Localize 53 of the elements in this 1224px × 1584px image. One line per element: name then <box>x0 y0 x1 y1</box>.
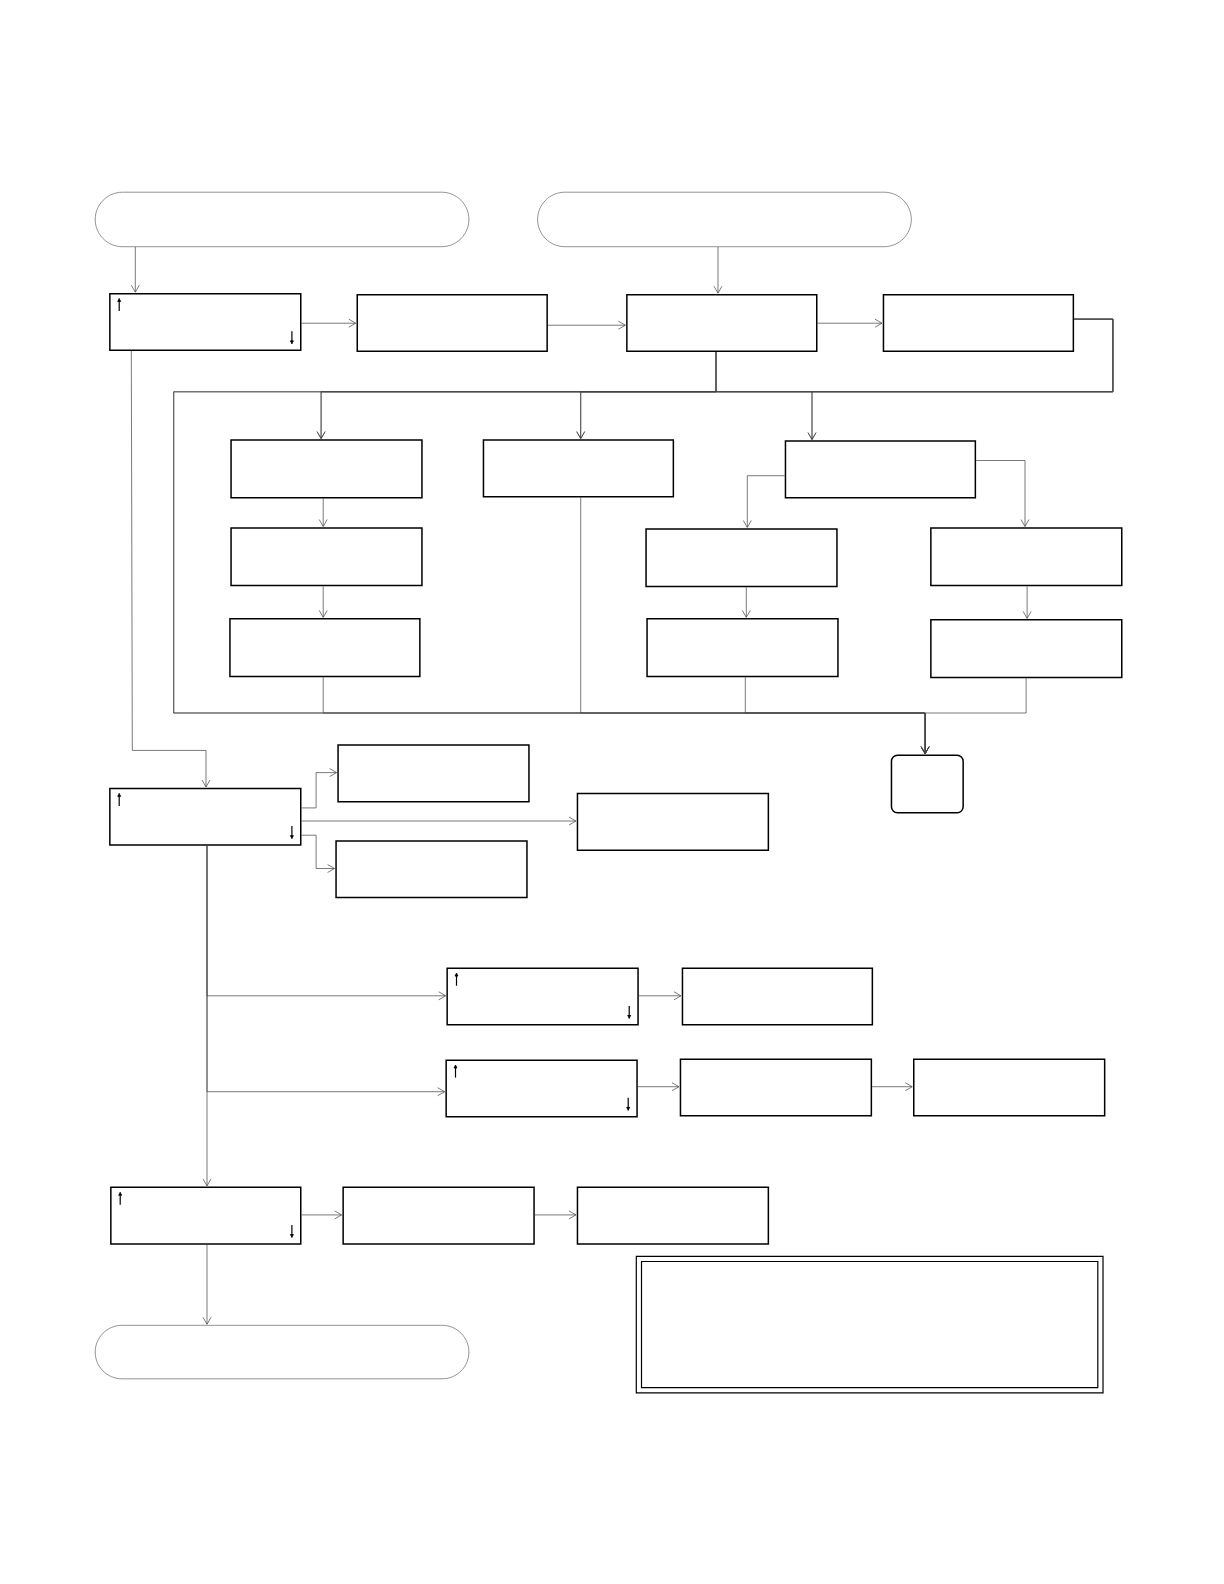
process-box <box>679 1058 873 1117</box>
process-box <box>930 619 1123 679</box>
process-box <box>445 1059 638 1118</box>
process-box <box>576 792 770 851</box>
process-box <box>576 1186 770 1245</box>
note-frame <box>635 1255 1104 1394</box>
arrow <box>871 1082 913 1092</box>
process-box <box>229 618 421 678</box>
arrow <box>817 318 883 328</box>
arrow <box>301 816 577 826</box>
arrow <box>1022 585 1032 619</box>
arrow <box>713 246 723 294</box>
arrow <box>301 1210 343 1220</box>
process-box <box>230 439 423 499</box>
process-box <box>110 1186 302 1245</box>
process-box <box>356 293 548 352</box>
process-box <box>337 744 530 803</box>
process-box <box>645 528 838 588</box>
arrow <box>920 677 1027 755</box>
process-box <box>482 439 675 498</box>
arrow <box>318 585 328 618</box>
process-box <box>930 527 1123 587</box>
process-box <box>230 527 423 587</box>
arrow <box>130 350 211 788</box>
arrow <box>202 845 212 1187</box>
process-box <box>784 440 977 499</box>
arrow <box>638 991 682 1001</box>
terminal-pill <box>537 191 912 247</box>
process-box <box>913 1058 1106 1117</box>
process-box <box>335 840 528 899</box>
arrow <box>130 246 140 293</box>
arrow <box>301 768 337 809</box>
rounded-box <box>890 754 964 814</box>
arrow <box>318 498 328 527</box>
arrow <box>742 475 786 528</box>
arrow <box>301 834 335 873</box>
process-box <box>446 967 639 1026</box>
process-box <box>626 293 818 352</box>
process-box <box>646 618 839 678</box>
arrow <box>637 1082 680 1092</box>
arrow <box>301 318 357 328</box>
process-box <box>681 967 874 1026</box>
process-box <box>109 292 302 351</box>
arrow <box>202 1244 212 1325</box>
terminal-pill <box>94 1325 470 1380</box>
process-box <box>882 293 1075 352</box>
arrow <box>741 586 751 618</box>
arrow <box>534 1210 577 1220</box>
process-box <box>342 1186 535 1245</box>
arrow <box>547 320 626 330</box>
process-box <box>109 787 302 846</box>
arrow <box>975 460 1030 527</box>
terminal-pill <box>94 191 470 247</box>
